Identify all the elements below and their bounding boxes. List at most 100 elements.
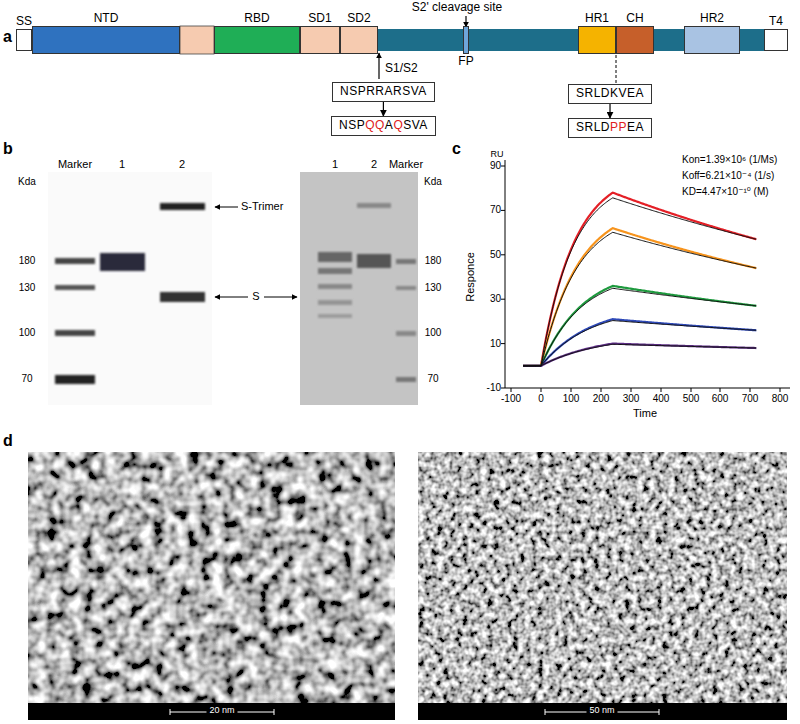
domain-label: CH <box>626 12 643 26</box>
axis-unit: RU <box>491 149 504 159</box>
gel-band <box>55 375 95 384</box>
sequence-run: QQ <box>365 118 385 132</box>
pointer-arrow <box>264 297 297 298</box>
response-curve <box>523 286 756 366</box>
gel-band <box>100 253 145 271</box>
scale-strip <box>418 703 787 720</box>
fit-curve <box>523 288 756 366</box>
fit-curve <box>523 232 756 366</box>
sequence-box: NSPQQAQSVA <box>331 116 436 136</box>
em-image <box>418 452 787 720</box>
spike-backbone <box>32 16 764 83</box>
mass-tick: 180 <box>425 255 442 267</box>
blot-band <box>318 284 352 289</box>
axis-tick <box>691 388 692 392</box>
blot-ground <box>300 172 418 405</box>
sequence-box: NSPRRARSVA <box>332 82 435 102</box>
domain-box: SD2 <box>340 26 378 54</box>
axis-tick-label: 800 <box>772 393 789 405</box>
signal-peptide: SS <box>16 29 32 51</box>
lane-label: 1 <box>119 158 125 171</box>
domain-label: SS <box>16 15 32 29</box>
x-axis <box>505 388 790 389</box>
scale-label: 20 nm <box>206 705 237 715</box>
blot-band <box>318 314 352 318</box>
axis-tick-label: 100 <box>563 393 580 405</box>
axis-tick <box>511 388 512 392</box>
axis-tick <box>501 254 505 255</box>
sequence-text: SRLDPPEA <box>576 121 644 135</box>
axis-tick-label: 500 <box>683 393 700 405</box>
fit-curve <box>523 198 756 366</box>
axis-tick <box>501 299 505 300</box>
blot-bands <box>318 203 416 382</box>
axis-tick-label: 0 <box>538 393 544 405</box>
scale-bar <box>170 709 171 715</box>
domain-box: HR2 <box>684 26 740 54</box>
gel-band <box>55 330 95 336</box>
sequence-box: SRLDPPEA <box>568 118 652 138</box>
panel-letter: d <box>3 432 13 450</box>
band-label: S <box>252 290 259 303</box>
spr-sensorgram <box>501 160 790 392</box>
domain-label: HR1 <box>585 12 609 26</box>
axis-tick-label: 10 <box>490 338 501 350</box>
axis-tick <box>501 210 505 211</box>
western-blot <box>300 172 418 405</box>
axis-tick <box>601 388 602 392</box>
fusion-peptide: FP <box>463 26 469 54</box>
domain-box: CH <box>616 26 654 54</box>
axis-tick <box>661 388 662 392</box>
domain-box: SD1 <box>300 26 340 54</box>
axis-tick-label: -100 <box>501 393 521 405</box>
lane-label: 2 <box>179 158 185 171</box>
blot-band <box>318 252 352 262</box>
lane-label: 2 <box>371 158 377 171</box>
domain-label: SD1 <box>308 12 331 26</box>
lane-label: Marker <box>58 158 92 171</box>
blot-band <box>396 377 416 382</box>
axis-tick-label: 30 <box>490 293 501 305</box>
gel-band <box>55 285 95 290</box>
scale-label: 50 nm <box>586 705 617 715</box>
pointer-arrow <box>215 207 238 208</box>
mass-tick: 180 <box>19 255 36 267</box>
axis-tick-label: 50 <box>490 249 501 261</box>
sequence-run: A <box>385 118 394 132</box>
panel-letter: c <box>452 140 461 158</box>
gel-bands <box>55 203 205 384</box>
axis-tick <box>501 166 505 167</box>
mutation-arrow <box>383 102 384 116</box>
site-label: S1/S2 <box>385 62 418 76</box>
em-micrographs <box>28 452 787 720</box>
linker-segment <box>180 26 214 54</box>
axis-tick <box>780 388 781 392</box>
axis-tick-label: 70 <box>490 204 501 216</box>
axis-tick <box>501 343 505 344</box>
mass-tick: 70 <box>427 373 438 385</box>
panel-letter: b <box>3 140 13 158</box>
gel-ground <box>48 172 212 405</box>
domain-box: HR1 <box>578 26 616 54</box>
mutation-arrow <box>609 104 610 118</box>
blot-band <box>396 286 416 290</box>
fit-curve <box>523 321 756 366</box>
domain-label: NTD <box>94 12 119 26</box>
fit-curve <box>523 344 756 366</box>
axis-tick <box>501 388 505 389</box>
sequence-run: SVA <box>403 118 428 132</box>
pointer-arrow <box>215 297 248 298</box>
domain-label: RBD <box>244 12 269 26</box>
response-curve <box>523 193 756 366</box>
sequence-text: SRLDKVEA <box>576 87 644 101</box>
unit-label: Kda <box>18 176 36 188</box>
blot-band <box>396 331 416 336</box>
sequence-run: Q <box>393 118 403 132</box>
scale-bar <box>274 709 275 715</box>
gel-band <box>55 258 95 264</box>
tag-box: T4 <box>764 29 788 51</box>
domain-label: FP <box>458 55 473 69</box>
